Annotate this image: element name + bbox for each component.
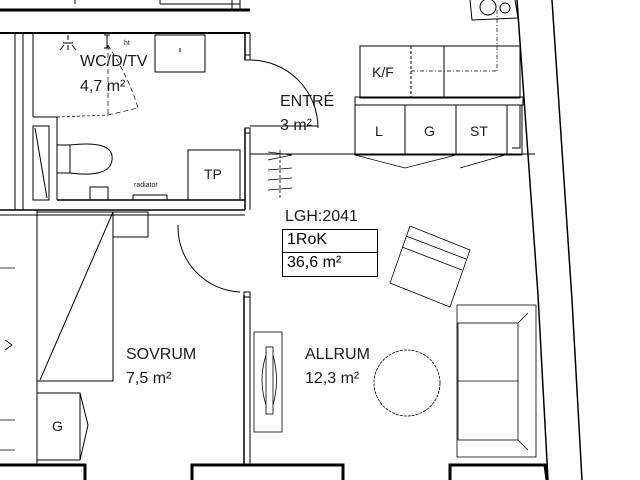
apartment-id: LGH:2041 <box>285 208 358 225</box>
room-name-allrum: ALLRUM <box>305 346 370 363</box>
bedroom-fixtures <box>0 211 251 465</box>
fixture-kf: K/F <box>372 64 394 80</box>
room-area-allrum: 12,3 m² <box>305 370 360 387</box>
fixture-ht: ht <box>124 40 130 47</box>
room-name-sovrum: SOVRUM <box>126 346 197 363</box>
bathroom-door-swing <box>249 59 319 129</box>
fixture-tp: TP <box>204 166 222 182</box>
fixture-l: L <box>375 123 383 139</box>
room-area-wc: 4,7 m² <box>80 78 126 95</box>
coat-rack <box>267 150 293 200</box>
bedroom-door-swing <box>177 224 241 293</box>
apartment-total-area: 36,6 m² <box>282 252 378 277</box>
fixture-g-kitchen: G <box>424 123 435 139</box>
fixture-radiator: radiator <box>134 182 158 189</box>
kitchen <box>354 0 524 169</box>
apartment-type: 1RoK <box>282 229 378 253</box>
bathroom-fixtures <box>32 32 241 201</box>
exterior-walls-right <box>516 0 583 480</box>
top-wall <box>0 0 250 34</box>
room-name-entre: ENTRÉ <box>280 93 335 110</box>
room-name-wc: WC/D/TV <box>80 53 148 70</box>
room-area-sovrum: 7,5 m² <box>126 370 172 387</box>
fixture-g-bedroom: G <box>52 418 63 434</box>
bottom-wall <box>0 463 549 480</box>
living-room-fixtures <box>253 225 537 458</box>
room-area-entre: 3 m² <box>280 117 312 134</box>
fixture-st: ST <box>470 123 488 139</box>
